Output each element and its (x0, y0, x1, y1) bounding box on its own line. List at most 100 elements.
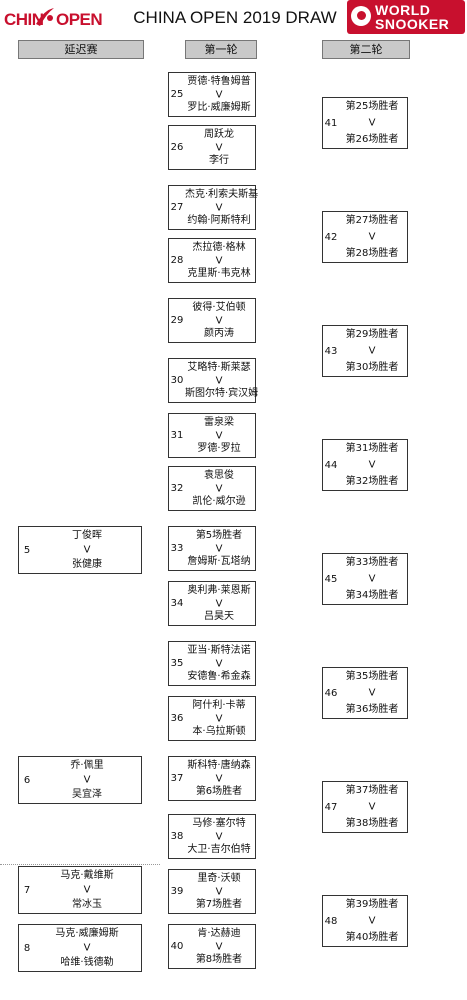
player-2: 张健康 (72, 559, 102, 570)
vs-label: V (215, 89, 223, 100)
match-number: 27 (170, 202, 184, 213)
vs-label: V (215, 375, 223, 386)
player-1: 第29场胜者 (345, 329, 399, 340)
vs-label: V (215, 831, 223, 842)
player-1: 丁俊晖 (72, 530, 102, 541)
match-number: 33 (170, 543, 184, 554)
player-1: 马修·塞尔特 (192, 818, 246, 829)
vs-label: V (83, 544, 91, 556)
player-1: 第33场胜者 (345, 557, 399, 568)
player-2: 克里斯·韦克林 (187, 268, 251, 279)
player-2: 第38场胜者 (345, 818, 399, 829)
match-number: 7 (23, 884, 31, 896)
player-2: 第28场胜者 (345, 248, 399, 259)
vs-label: V (368, 231, 376, 243)
vs-label: V (83, 884, 91, 896)
player-2: 约翰·阿斯特利 (187, 215, 251, 226)
match-number: 29 (170, 315, 184, 326)
player-2: 本·乌拉斯顿 (192, 726, 246, 737)
match-number: 46 (324, 687, 338, 699)
match-number: 38 (170, 831, 184, 842)
vs-label: V (368, 459, 376, 471)
vs-label: V (215, 430, 223, 441)
vs-label: V (215, 941, 223, 952)
match-number: 40 (170, 941, 184, 952)
match-number: 6 (23, 774, 31, 786)
match-round2-43: 43 第29场胜者 V 第30场胜者 (322, 325, 408, 377)
match-number: 37 (170, 773, 184, 784)
player-1: 奥利弗·莱恩斯 (187, 585, 251, 596)
snooker-ball-icon (351, 6, 371, 26)
player-2: 凯伦·威尔逊 (192, 496, 246, 507)
column-header-round2: 第二轮 (322, 40, 410, 59)
player-1: 乔·佩里 (70, 760, 104, 771)
match-number: 41 (324, 117, 338, 129)
player-2: 第32场胜者 (345, 476, 399, 487)
player-1: 杰拉德·格林 (192, 242, 246, 253)
match-number: 36 (170, 713, 184, 724)
player-2: 斯图尔特·宾汉姆 (185, 388, 259, 399)
player-2: 第40场胜者 (345, 932, 399, 943)
vs-label: V (368, 573, 376, 585)
player-1: 马克·威廉姆斯 (55, 928, 119, 939)
match-number: 25 (170, 89, 184, 100)
player-2: 李行 (209, 155, 229, 166)
vs-label: V (215, 598, 223, 609)
player-1: 里奇·沃顿 (197, 873, 241, 884)
player-2: 吕昊天 (204, 611, 234, 622)
vs-label: V (215, 773, 223, 784)
column-header-round1: 第一轮 (185, 40, 257, 59)
player-2: 罗比·威廉姆斯 (187, 102, 251, 113)
match-number: 45 (324, 573, 338, 585)
match-number: 28 (170, 255, 184, 266)
player-1: 彼得·艾伯顿 (192, 302, 246, 313)
match-number: 44 (324, 459, 338, 471)
match-number: 39 (170, 886, 184, 897)
vs-label: V (83, 942, 91, 954)
vs-label: V (215, 142, 223, 153)
player-2: 第6场胜者 (195, 786, 243, 797)
player-2: 哈维·钱德勒 (60, 957, 114, 968)
logo-right-line2: SNOOKER (375, 16, 450, 32)
match-number: 42 (324, 231, 338, 243)
column-header-qualifiers: 延迟赛 (18, 40, 144, 59)
player-1: 雷泉梁 (204, 417, 234, 428)
player-2: 第30场胜者 (345, 362, 399, 373)
match-number: 35 (170, 658, 184, 669)
vs-label: V (368, 345, 376, 357)
match-number: 43 (324, 345, 338, 357)
match-number: 47 (324, 801, 338, 813)
china-open-logo: CHIN OPEN (4, 6, 114, 34)
player-1: 第39场胜者 (345, 899, 399, 910)
divider (0, 864, 160, 865)
match-number: 31 (170, 430, 184, 441)
player-1: 第37场胜者 (345, 785, 399, 796)
vs-label: V (215, 713, 223, 724)
player-1: 第31场胜者 (345, 443, 399, 454)
vs-label: V (215, 886, 223, 897)
player-1: 贾德·特鲁姆普 (187, 76, 251, 87)
match-round1-39: 39 里奇·沃顿 V 第7场胜者 (168, 869, 256, 914)
match-number: 26 (170, 142, 184, 153)
player-2: 第7场胜者 (195, 899, 243, 910)
player-2: 安德鲁·希金森 (187, 671, 251, 682)
vs-label: V (215, 202, 223, 213)
